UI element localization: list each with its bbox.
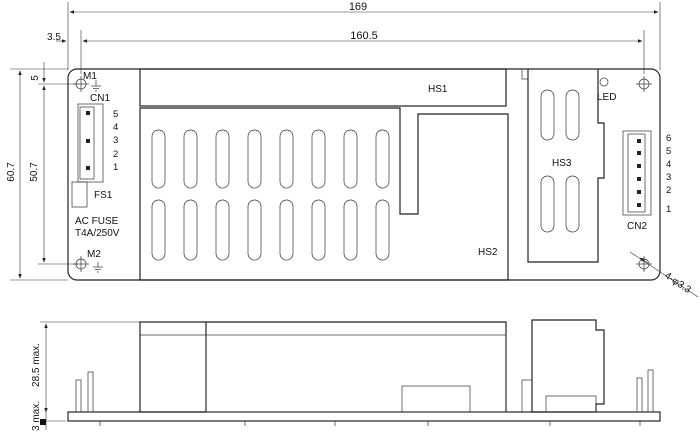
side-view-components [75, 319, 654, 426]
fs1-label: FS1 [94, 190, 113, 201]
vent-slot [247, 129, 262, 189]
vent-slot [540, 175, 555, 233]
vent-slot [540, 89, 555, 141]
heatsink-hs1 [139, 68, 507, 107]
hs3-vent-slots [540, 89, 580, 233]
mount-hole-top-right [636, 76, 652, 92]
cn1-connector [77, 103, 104, 183]
vent-slot [565, 89, 580, 141]
ground-icon-m1 [91, 80, 101, 92]
edge-offset-label: 3.5 [47, 32, 61, 43]
vent-slot [311, 129, 326, 189]
vent-slot [343, 199, 358, 261]
hole-spec-label: 4-φ3.3 [662, 270, 693, 296]
vent-slot [375, 199, 390, 261]
cn2-pin-label: 4 [666, 159, 671, 170]
cn1-pin-label: 1 [113, 162, 118, 173]
overall-width-label: 169 [349, 1, 367, 13]
m1-label: M1 [83, 71, 97, 82]
dim-overall-height: 60.7 [6, 68, 68, 281]
mount-hole-m1 [73, 76, 89, 92]
mount-height-label: 50.7 [29, 162, 40, 182]
pcb-outline [67, 68, 661, 281]
vent-slot [183, 129, 198, 189]
dim-mount-spacing: 160.5 3.5 [47, 30, 645, 74]
cn2-pin-label: 3 [666, 172, 671, 183]
fuse-fs1 [71, 181, 88, 208]
led-indicator [599, 77, 609, 87]
dim-top-offset: 5 [30, 62, 46, 83]
vent-slot [151, 129, 166, 189]
mount-spacing-label: 160.5 [350, 30, 378, 42]
fuse-rating-line1: AC FUSE [75, 216, 119, 227]
cn1-pin-label: 2 [113, 149, 118, 160]
vent-slot [279, 199, 294, 261]
mount-hole-m2 [73, 256, 89, 272]
vent-slot [247, 199, 262, 261]
vent-slot [151, 199, 166, 261]
hs2-vent-slots [151, 129, 390, 261]
mount-hole-bottom-right [636, 256, 652, 272]
dim-mount-height: 50.7 [29, 83, 78, 265]
vent-slot [311, 199, 326, 261]
dim-pcb-clearance: 3 max. [31, 401, 66, 431]
vent-slot [375, 129, 390, 189]
ground-marker [40, 419, 46, 425]
cn2-pin-label: 2 [666, 185, 671, 196]
led-label: LED [597, 92, 616, 103]
hs3-tab [521, 68, 529, 80]
cn1-label: CN1 [90, 93, 110, 104]
vent-slot [215, 199, 230, 261]
top-offset-label: 5 [30, 75, 41, 81]
heatsink-hs2 [139, 107, 509, 281]
fuse-rating-line2: T4A/250V [75, 228, 120, 239]
cn2-pin-labels: 6 5 4 3 2 1 [666, 133, 671, 215]
cn1-pin-label: 3 [113, 135, 118, 146]
ground-icon-m2 [93, 262, 103, 273]
vent-slot [215, 129, 230, 189]
pcb-clearance-label: 3 max. [31, 401, 42, 431]
cn2-pin-label: 1 [666, 204, 671, 215]
cn1-pin-labels: 5 4 3 2 1 [113, 109, 118, 173]
cn1-pin-label: 5 [113, 109, 118, 120]
m2-label: M2 [87, 249, 101, 260]
cn2-connector [622, 130, 652, 216]
hs2-label: HS2 [478, 247, 498, 258]
cn1-pin-label: 4 [113, 122, 118, 133]
cn2-pin-label: 6 [666, 133, 671, 144]
hs3-label: HS3 [552, 158, 572, 169]
cn2-pin-label: 5 [666, 146, 671, 157]
cn2-label: CN2 [627, 221, 647, 232]
vent-slot [343, 129, 358, 189]
vent-slot [183, 199, 198, 261]
vent-slot [279, 129, 294, 189]
dim-max-height: 28.5 max. [31, 321, 140, 413]
max-height-label: 28.5 max. [31, 343, 42, 387]
overall-height-label: 60.7 [6, 162, 17, 182]
hole-spec-leader: 4-φ3.3 [629, 251, 699, 298]
vent-slot [565, 175, 580, 233]
dim-overall-width: 169 [67, 1, 661, 70]
side-view-pcb [67, 411, 661, 422]
heatsink-hs3 [527, 69, 605, 263]
hs1-label: HS1 [428, 84, 448, 95]
